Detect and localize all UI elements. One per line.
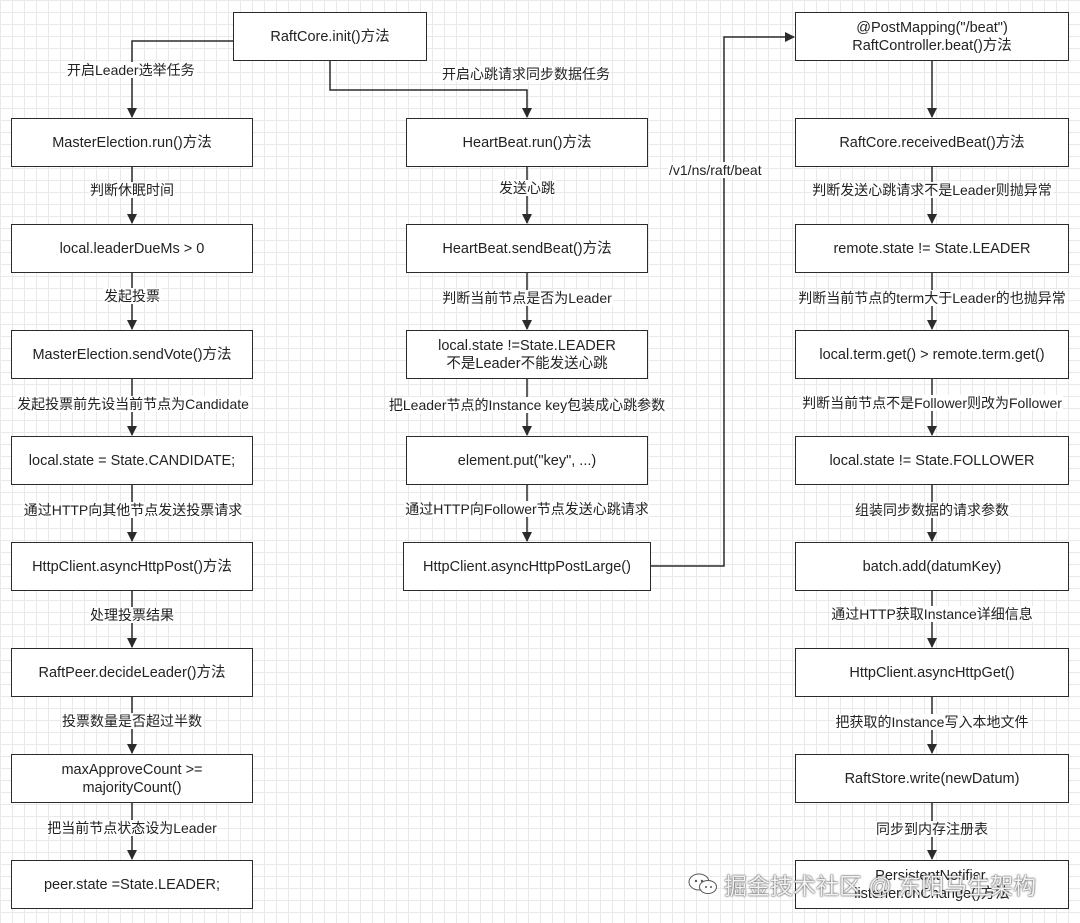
label-check-follower: 判断当前节点不是Follower则改为Follower	[801, 395, 1063, 411]
box-term-get: local.term.get() > remote.term.get()	[795, 330, 1069, 379]
label-sleep-time: 判断休眠时间	[89, 182, 175, 198]
label-votes-over-half: 投票数量是否超过半数	[61, 713, 203, 729]
label-set-leader: 把当前节点状态设为Leader	[46, 820, 218, 836]
connector-init-to-election	[127, 40, 233, 118]
label-check-term: 判断当前节点的term大于Leader的也抛异常	[797, 290, 1067, 306]
box-peer-state-leader: peer.state =State.LEADER;	[11, 860, 253, 909]
label-set-candidate: 发起投票前先设当前节点为Candidate	[16, 396, 250, 412]
label-is-leader: 判断当前节点是否为Leader	[441, 290, 613, 306]
box-persistent-notifier: PersistentNotifier. listener.onChange()方…	[795, 860, 1069, 909]
box-leader-due-ms: local.leaderDueMs > 0	[11, 224, 253, 273]
box-send-vote: MasterElection.sendVote()方法	[11, 330, 253, 379]
box-remote-state: remote.state != State.LEADER	[795, 224, 1069, 273]
box-received-beat: RaftCore.receivedBeat()方法	[795, 118, 1069, 167]
label-sync-registry: 同步到内存注册表	[875, 821, 989, 837]
box-async-http-post-large: HttpClient.asyncHttpPostLarge()	[403, 542, 651, 591]
label-assemble-params: 组装同步数据的请求参数	[854, 502, 1010, 518]
label-write-file: 把获取的Instance写入本地文件	[834, 714, 1030, 730]
connector-beat-request	[651, 32, 795, 567]
box-beat-mapping: @PostMapping("/beat") RaftController.bea…	[795, 12, 1069, 61]
box-heartbeat-run: HeartBeat.run()方法	[406, 118, 648, 167]
label-get-instance: 通过HTTP获取Instance详细信息	[830, 606, 1034, 622]
label-start-leader-task: 开启Leader选举任务	[66, 62, 196, 78]
label-handle-vote-result: 处理投票结果	[89, 607, 175, 623]
label-beat-path: /v1/ns/raft/beat	[668, 162, 763, 178]
box-local-state-not-leader: local.state !=State.LEADER 不是Leader不能发送心…	[406, 330, 648, 379]
box-element-put: element.put("key", ...)	[406, 436, 648, 485]
label-start-vote: 发起投票	[103, 288, 161, 304]
label-check-not-leader: 判断发送心跳请求不是Leader则抛异常	[811, 182, 1053, 198]
wechat-icon	[688, 873, 717, 894]
box-batch-add: batch.add(datumKey)	[795, 542, 1069, 591]
box-master-election-run: MasterElection.run()方法	[11, 118, 253, 167]
box-raftcore-init: RaftCore.init()方法	[233, 12, 427, 61]
watermark: 掘金技术社区 @ 东阳马生架构	[688, 866, 1036, 902]
box-raftstore-write: RaftStore.write(newDatum)	[795, 754, 1069, 803]
watermark-text: 掘金技术社区 @ 东阳马生架构	[724, 873, 1037, 899]
box-max-approve-count: maxApproveCount >= majorityCount()	[11, 754, 253, 803]
box-send-beat: HeartBeat.sendBeat()方法	[406, 224, 648, 273]
box-state-follower: local.state != State.FOLLOWER	[795, 436, 1069, 485]
box-async-http-get: HttpClient.asyncHttpGet()	[795, 648, 1069, 697]
box-decide-leader: RaftPeer.decideLeader()方法	[11, 648, 253, 697]
label-pack-params: 把Leader节点的Instance key包装成心跳参数	[387, 397, 667, 413]
label-start-heartbeat-task: 开启心跳请求同步数据任务	[441, 66, 611, 82]
box-state-candidate: local.state = State.CANDIDATE;	[11, 436, 253, 485]
connector-init-to-heartbeat	[329, 61, 532, 118]
box-async-http-post: HttpClient.asyncHttpPost()方法	[11, 542, 253, 591]
label-send-to-follower: 通过HTTP向Follower节点发送心跳请求	[404, 501, 650, 517]
label-send-heartbeat: 发送心跳	[498, 180, 556, 196]
label-send-vote-request: 通过HTTP向其他节点发送投票请求	[22, 502, 244, 518]
